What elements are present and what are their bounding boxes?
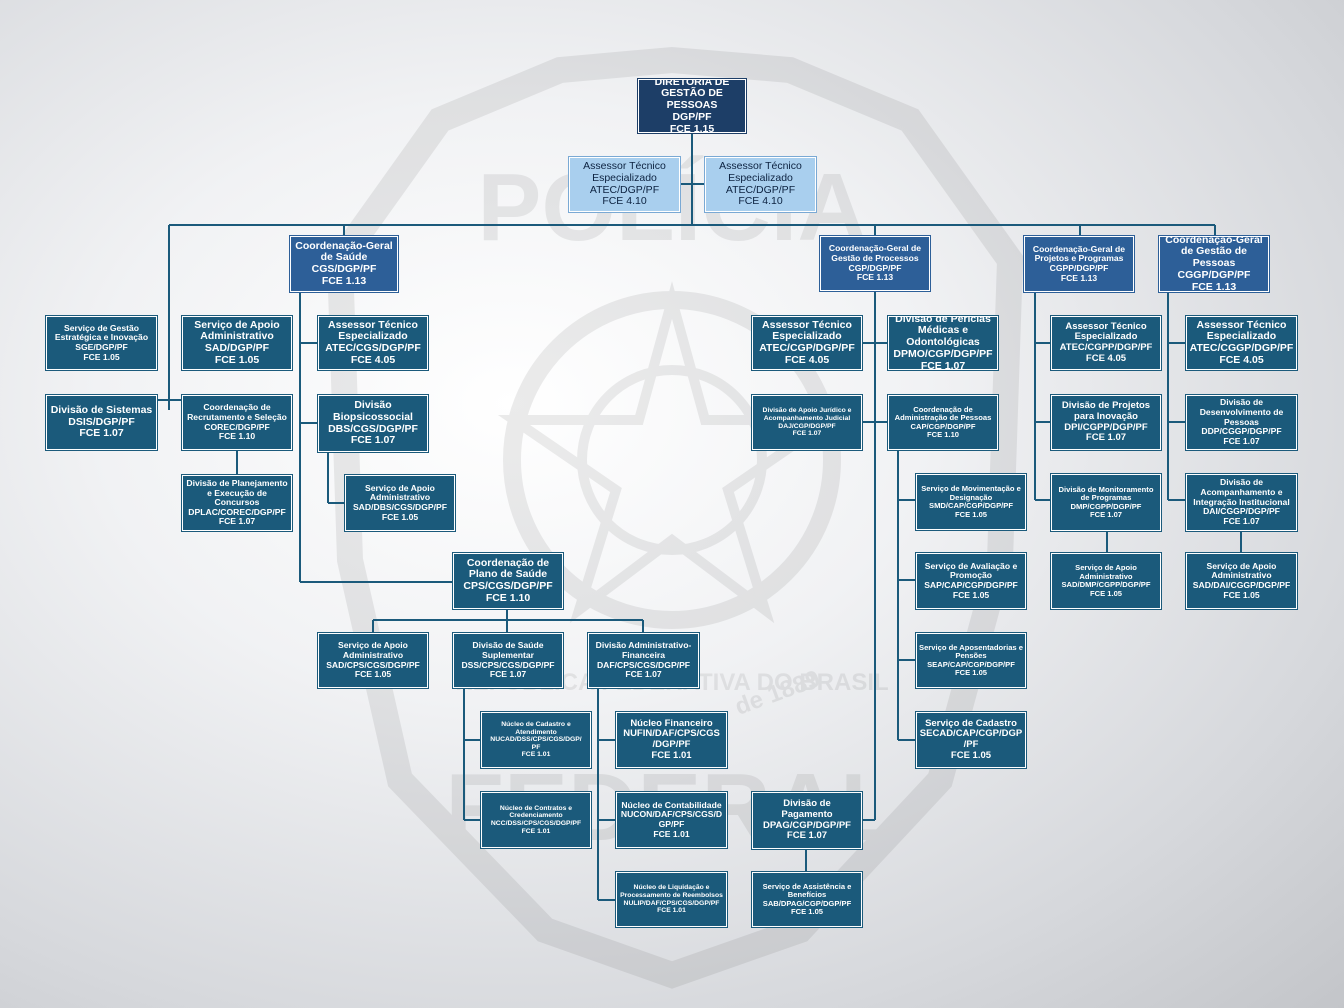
box-dplac: Divisão de Planejamento e Execução de Co… — [181, 474, 293, 532]
box-sab: Serviço de Assistência e Benefícios SAB/… — [751, 871, 863, 928]
box-nucad: Núcleo de Cadastro e Atendimento NUCAD/D… — [480, 711, 592, 769]
box-atec-cggp: Assessor Técnico Especializado ATEC/CGGP… — [1185, 315, 1298, 371]
box-ncc: Núcleo de Contratos e Credenciamento NCC… — [480, 791, 592, 849]
box-ddp: Divisão de Desenvolvimento de Pessoas DD… — [1185, 394, 1298, 451]
box-corec: Coordenação de Recrutamento e Seleção CO… — [181, 394, 293, 451]
box-cgp: Coordenação-Geral de Gestão de Processos… — [819, 235, 931, 292]
box-dpag: Divisão de Pagamento DPAG/CGP/DGP/PF FCE… — [751, 791, 863, 850]
box-nufin: Núcleo Financeiro NUFIN/DAF/CPS/CGS /DGP… — [615, 711, 728, 769]
box-dsis: Divisão de Sistemas DSIS/DGP/PF FCE 1.07 — [45, 394, 158, 451]
box-dbs: Divisão Biopsicossocial DBS/CGS/DGP/PF F… — [317, 394, 429, 453]
box-cps: Coordenação de Plano de Saúde CPS/CGS/DG… — [452, 552, 564, 610]
box-cgs: Coordenação-Geral de Saúde CGS/DGP/PF FC… — [289, 235, 399, 293]
box-sad-dmp: Serviço de Apoio Administrativo SAD/DMP/… — [1050, 552, 1162, 610]
box-dmp: Divisão de Monitoramento de Programas DM… — [1050, 473, 1162, 532]
box-smd: Serviço de Movimentação e Designação SMD… — [915, 473, 1027, 531]
box-sap-cap: Serviço de Avaliação e Promoção SAP/CAP/… — [915, 552, 1027, 610]
box-sad-dgp: Serviço de Apoio Administrativo SAD/DGP/… — [181, 315, 293, 371]
box-dai: Divisão de Acompanhamento e Integração I… — [1185, 473, 1298, 532]
box-daf: Divisão Administrativo- Financeira DAF/C… — [587, 632, 700, 689]
box-cgpp: Coordenação-Geral de Projetos e Programa… — [1023, 235, 1135, 293]
box-dpmo: Divisão de Perícias Médicas e Odontológi… — [887, 315, 999, 371]
box-dss: Divisão de Saúde Suplementar DSS/CPS/CGS… — [452, 632, 564, 689]
box-atec-dgp-2: Assessor Técnico Especializado ATEC/DGP/… — [704, 156, 817, 213]
box-atec-cgs: Assessor Técnico Especializado ATEC/CGS/… — [317, 315, 429, 371]
box-atec-cgp: Assessor Técnico Especializado ATEC/CGP/… — [751, 315, 863, 371]
box-sad-dbs: Serviço de Apoio Administrativo SAD/DBS/… — [344, 474, 456, 532]
box-nulip: Núcleo de Liquidação e Processamento de … — [615, 871, 728, 928]
box-secad: Serviço de Cadastro SECAD/CAP/CGP/DGP /P… — [915, 711, 1027, 769]
box-daj: Divisão de Apoio Jurídico e Acompanhamen… — [751, 394, 863, 451]
seal-circle — [503, 291, 841, 629]
box-atec-dgp-1: Assessor Técnico Especializado ATEC/DGP/… — [568, 156, 681, 213]
seal-inner-circle — [577, 365, 767, 555]
box-seap: Serviço de Aposentadorias e Pensões SEAP… — [915, 632, 1027, 689]
box-sad-cps: Serviço de Apoio Administrativo SAD/CPS/… — [317, 632, 429, 689]
box-sad-dai: Serviço de Apoio Administrativo SAD/DAI/… — [1185, 552, 1298, 610]
box-cap: Coordenação de Administração de Pessoas … — [887, 394, 999, 451]
box-dpi: Divisão de Projetos para Inovação DPI/CG… — [1050, 394, 1162, 451]
box-sge: Serviço de Gestão Estratégica e Inovação… — [45, 315, 158, 371]
box-cggp: Coordenação-Geral de Gestão de Pessoas C… — [1158, 235, 1270, 293]
box-nucon: Núcleo de Contabilidade NUCON/DAF/CPS/CG… — [615, 791, 728, 849]
box-atec-cgpp: Assessor Técnico Especializado ATEC/CGPP… — [1050, 315, 1162, 371]
box-dgp: DIRETORIA DE GESTÃO DE PESSOAS DGP/PF FC… — [637, 78, 747, 134]
